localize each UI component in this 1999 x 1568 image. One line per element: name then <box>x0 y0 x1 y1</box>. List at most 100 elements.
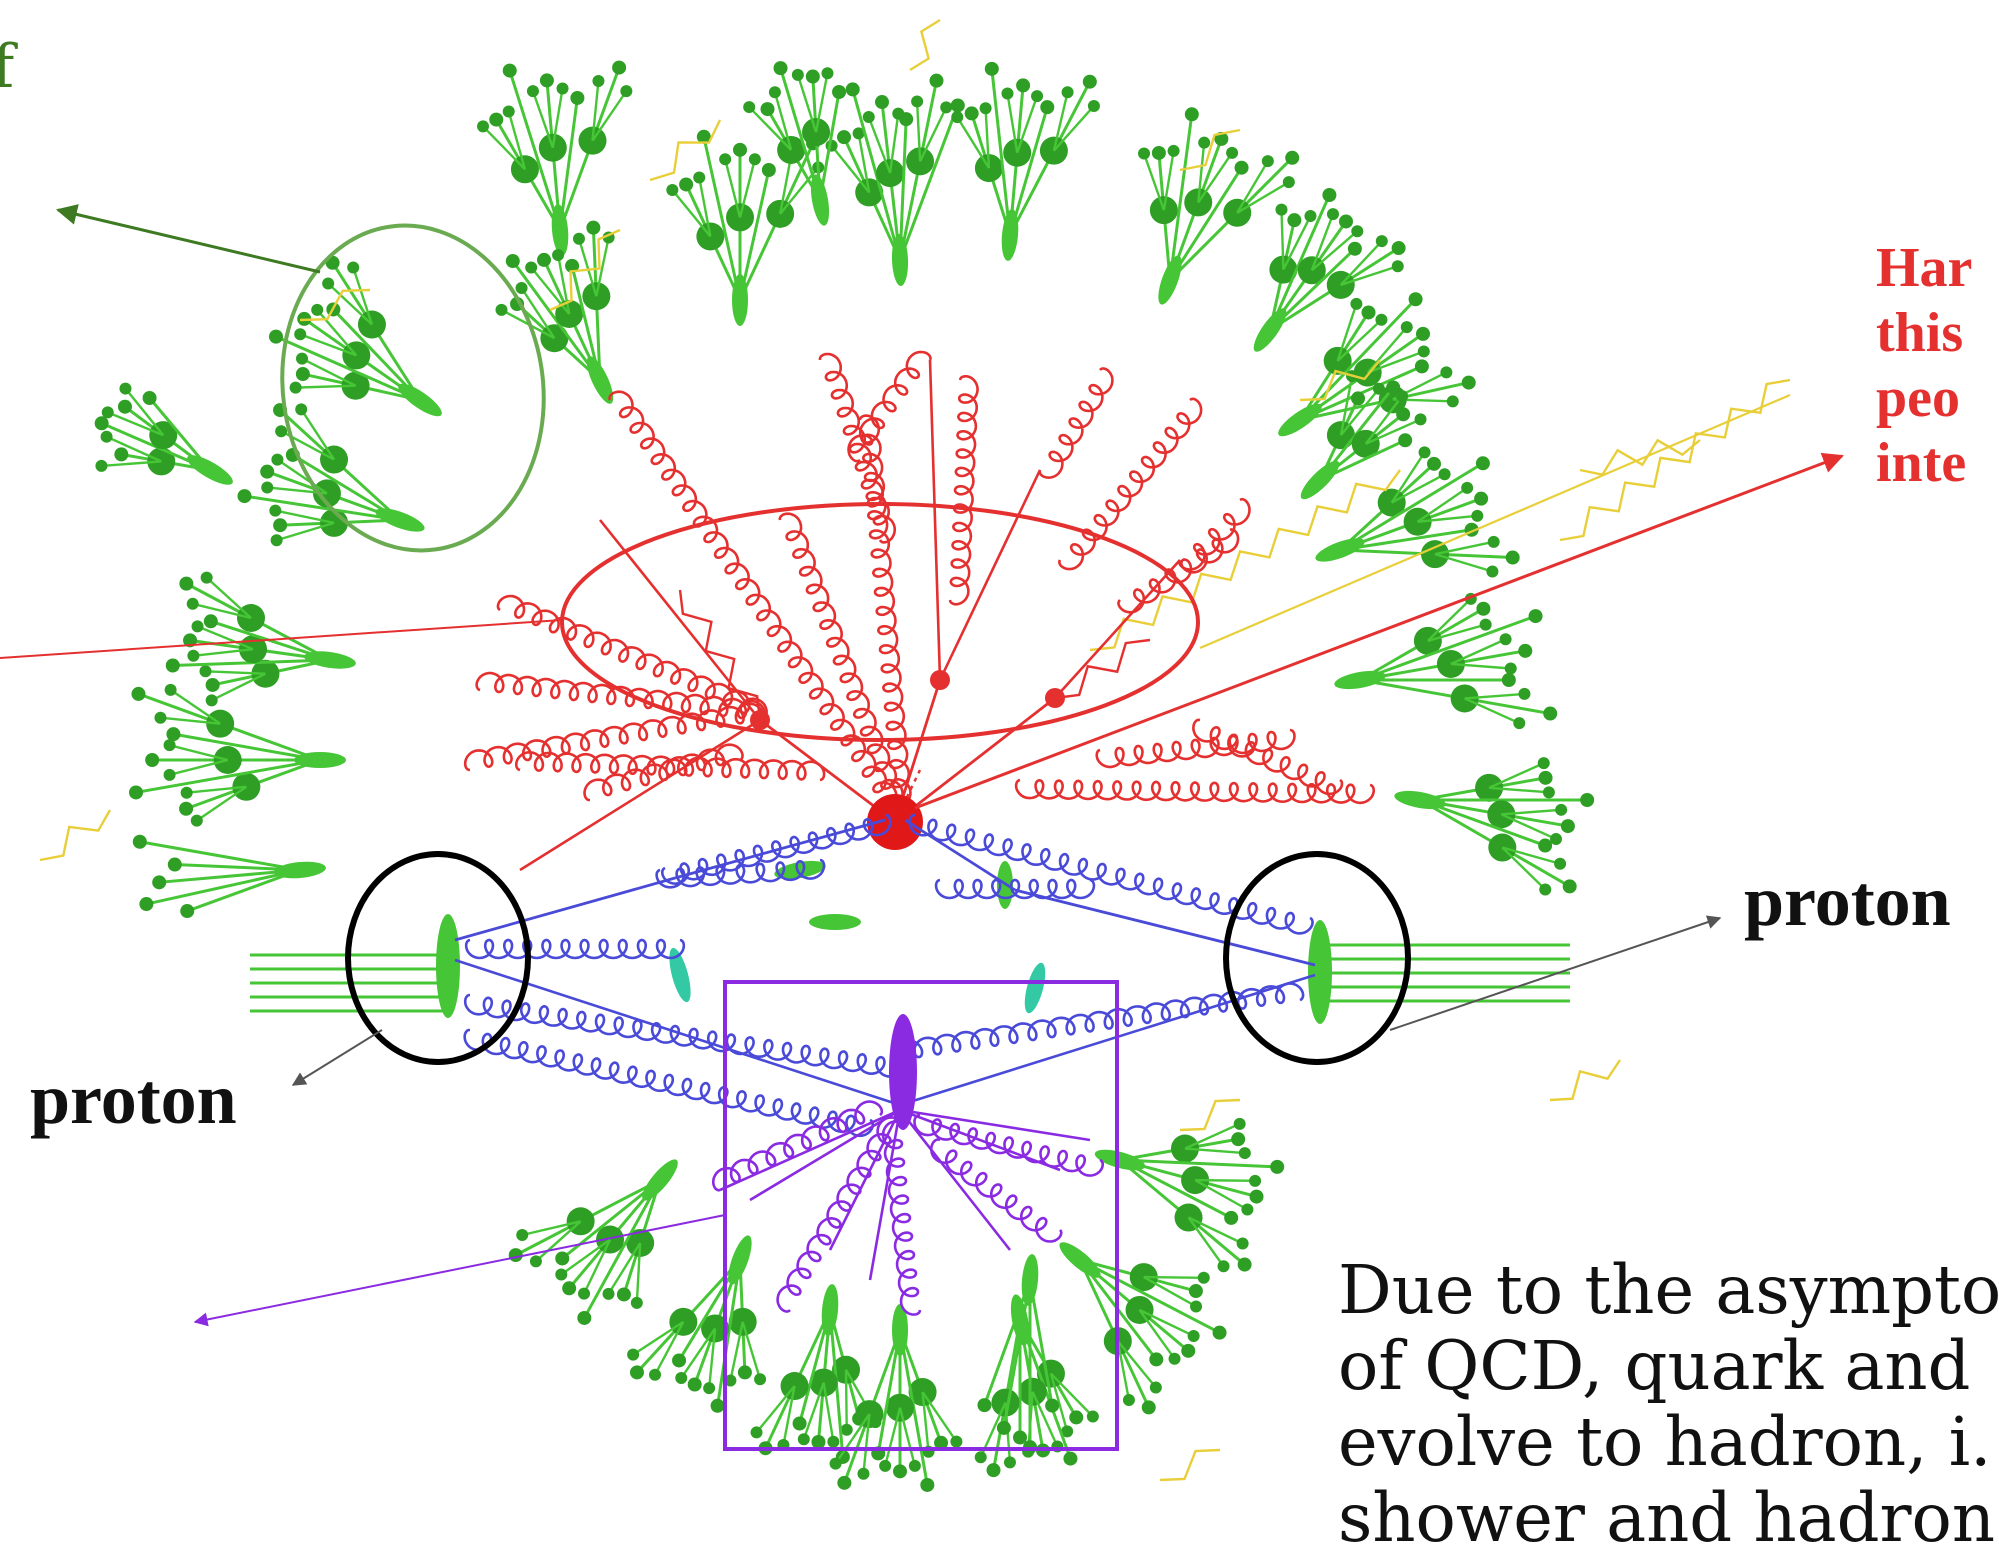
decay-track <box>577 238 598 297</box>
hadron-track <box>1079 1258 1221 1334</box>
hadron-blob <box>1580 793 1595 807</box>
hadron-blob <box>131 686 146 701</box>
decay-track <box>1500 813 1557 841</box>
hard-scattering-vertex <box>867 794 923 850</box>
decay-track <box>521 1220 581 1237</box>
hadron-track <box>1119 1158 1232 1220</box>
gluon-line <box>1117 528 1240 614</box>
hadron-blob <box>1149 1352 1164 1367</box>
decay-track <box>814 72 829 133</box>
hadron-blob <box>1151 145 1166 160</box>
decay-track <box>507 111 527 170</box>
hadron-blob <box>1234 160 1249 175</box>
gluon-line <box>583 743 744 802</box>
decay-track <box>482 125 526 171</box>
hadron-track <box>1339 528 1472 552</box>
photon-line <box>1179 1098 1241 1132</box>
hadron-blob <box>203 614 218 629</box>
hadron-blob <box>920 1477 935 1492</box>
hadron-track <box>677 1259 742 1362</box>
hadron-blob <box>1181 1343 1196 1358</box>
gluon-line <box>1058 397 1203 571</box>
hadron-blob <box>1391 260 1404 273</box>
hadron-blob <box>237 489 252 504</box>
decay-track <box>124 387 165 436</box>
hadron-blob <box>200 571 213 584</box>
hadron-blob <box>186 597 199 610</box>
hadron-blob <box>1427 456 1442 471</box>
hadron-blob <box>1138 147 1151 160</box>
hadron-blob <box>322 277 335 290</box>
hadron-blob <box>1040 100 1055 115</box>
decay-track <box>169 758 228 777</box>
hadron-blob <box>289 381 302 394</box>
hadron-blob <box>1471 509 1484 522</box>
hadron-blob <box>119 382 132 395</box>
hadron-blob <box>179 576 194 591</box>
gluon-line <box>515 750 826 782</box>
hadron-blob <box>984 61 999 76</box>
photon-line <box>1179 128 1241 172</box>
decay-track <box>778 154 793 215</box>
hadron-blob <box>556 82 569 95</box>
hadron-blob <box>1461 375 1476 390</box>
decay-track <box>698 177 712 237</box>
mpi-parton-line <box>719 1108 901 1192</box>
hadron-blob <box>1168 1352 1181 1365</box>
decay-track <box>1390 451 1426 504</box>
gluon-line <box>858 414 914 827</box>
hadron-blob <box>1537 757 1550 770</box>
decay-track <box>1016 95 1039 154</box>
hadron-blob <box>1016 78 1031 93</box>
decay-track <box>680 1327 717 1379</box>
hard-process-pointer-line <box>0 619 563 659</box>
decay-track <box>707 1328 717 1389</box>
hadron-blob <box>1045 688 1065 708</box>
decay-track <box>301 357 357 387</box>
decay-track <box>723 158 742 218</box>
hadron-blob <box>1372 382 1385 395</box>
decay-track <box>205 670 266 675</box>
hadron-blob <box>1061 86 1074 99</box>
decay-track <box>531 90 554 149</box>
decay-track <box>1434 552 1493 573</box>
hadron-blob <box>879 1459 892 1472</box>
gluon-line <box>934 878 1096 900</box>
hadron-blob <box>1249 1174 1262 1187</box>
hadron-blob <box>1408 292 1423 307</box>
hadron-blob <box>1476 601 1491 616</box>
gluon-line <box>948 375 979 606</box>
parton-line <box>598 519 762 721</box>
decay-track <box>591 90 628 142</box>
hadron-track <box>1119 1158 1278 1169</box>
hadron-blob <box>183 633 198 648</box>
decay-track <box>352 267 374 325</box>
decay-track <box>160 716 221 725</box>
hadron-blob <box>1398 433 1413 448</box>
hadron-track <box>1168 166 1243 281</box>
hadron-track <box>1319 438 1406 482</box>
decay-track <box>1339 240 1383 286</box>
photon-line <box>549 228 621 312</box>
hadron-blob <box>672 1353 687 1368</box>
hadron-blob <box>797 1433 810 1446</box>
hadron-blob <box>1122 1394 1135 1407</box>
decay-track <box>755 1385 796 1434</box>
hadron-blob <box>294 328 307 341</box>
hadron-blob <box>616 1287 631 1302</box>
hadron-blob <box>1217 1260 1230 1273</box>
hadron-track <box>898 104 960 261</box>
hadron-blob <box>1461 481 1474 494</box>
hadron-track <box>583 1179 662 1319</box>
hadron-track <box>702 136 742 301</box>
decay-track <box>276 458 328 495</box>
hadron-blob <box>1231 1132 1246 1147</box>
hadron-blob <box>187 649 200 662</box>
proton-arrow-left <box>291 1029 383 1086</box>
hard-process-highlight-ellipse <box>560 502 1200 742</box>
hadron-blob <box>1197 1271 1210 1284</box>
hadron-blob <box>1375 313 1388 326</box>
hadron-blob <box>1261 155 1274 168</box>
hadron-blob <box>1237 1257 1252 1272</box>
hadronization-layer <box>39 18 1791 1492</box>
